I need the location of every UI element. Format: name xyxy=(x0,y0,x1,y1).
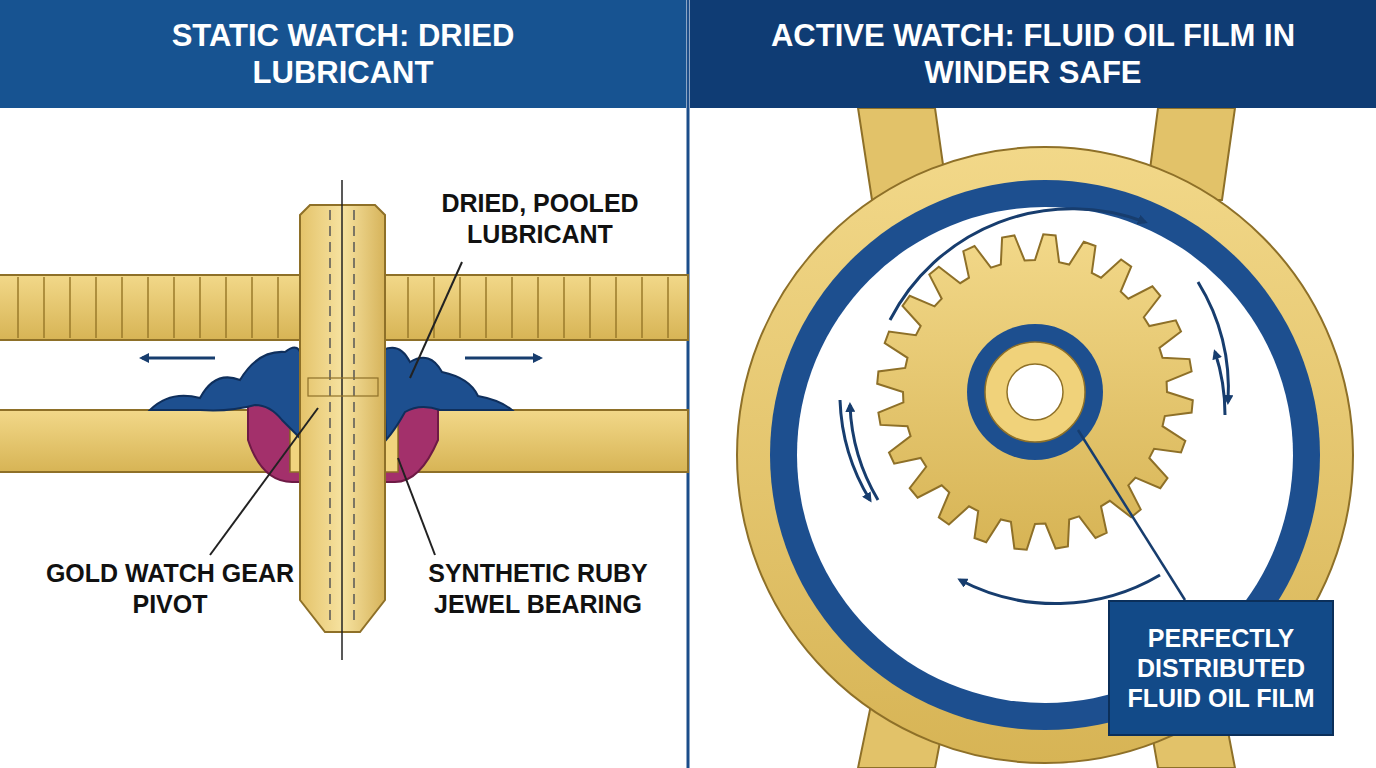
lubricant xyxy=(383,348,512,440)
part-label: SYNTHETIC RUBY JEWEL BEARING xyxy=(398,558,678,621)
callout-text: PERFECTLY DISTRIBUTED FLUID OIL FILM xyxy=(1121,623,1321,713)
header-title: STATIC WATCH: DRIED LUBRICANT xyxy=(133,17,553,91)
header-title: ACTIVE WATCH: FLUID OIL FILM IN WINDER S… xyxy=(733,17,1333,91)
header-band: STATIC WATCH: DRIED LUBRICANT xyxy=(0,0,686,108)
lubricant xyxy=(150,348,302,441)
part-label: GOLD WATCH GEAR PIVOT xyxy=(40,558,300,621)
divider xyxy=(687,0,690,768)
watch-illustration xyxy=(737,108,1353,768)
pivot-cross-section xyxy=(0,180,688,660)
part-label: DRIED, POOLED LUBRICANT xyxy=(400,188,680,251)
callout-box: PERFECTLY DISTRIBUTED FLUID OIL FILM xyxy=(1108,600,1334,736)
header-band: ACTIVE WATCH: FLUID OIL FILM IN WINDER S… xyxy=(690,0,1376,108)
